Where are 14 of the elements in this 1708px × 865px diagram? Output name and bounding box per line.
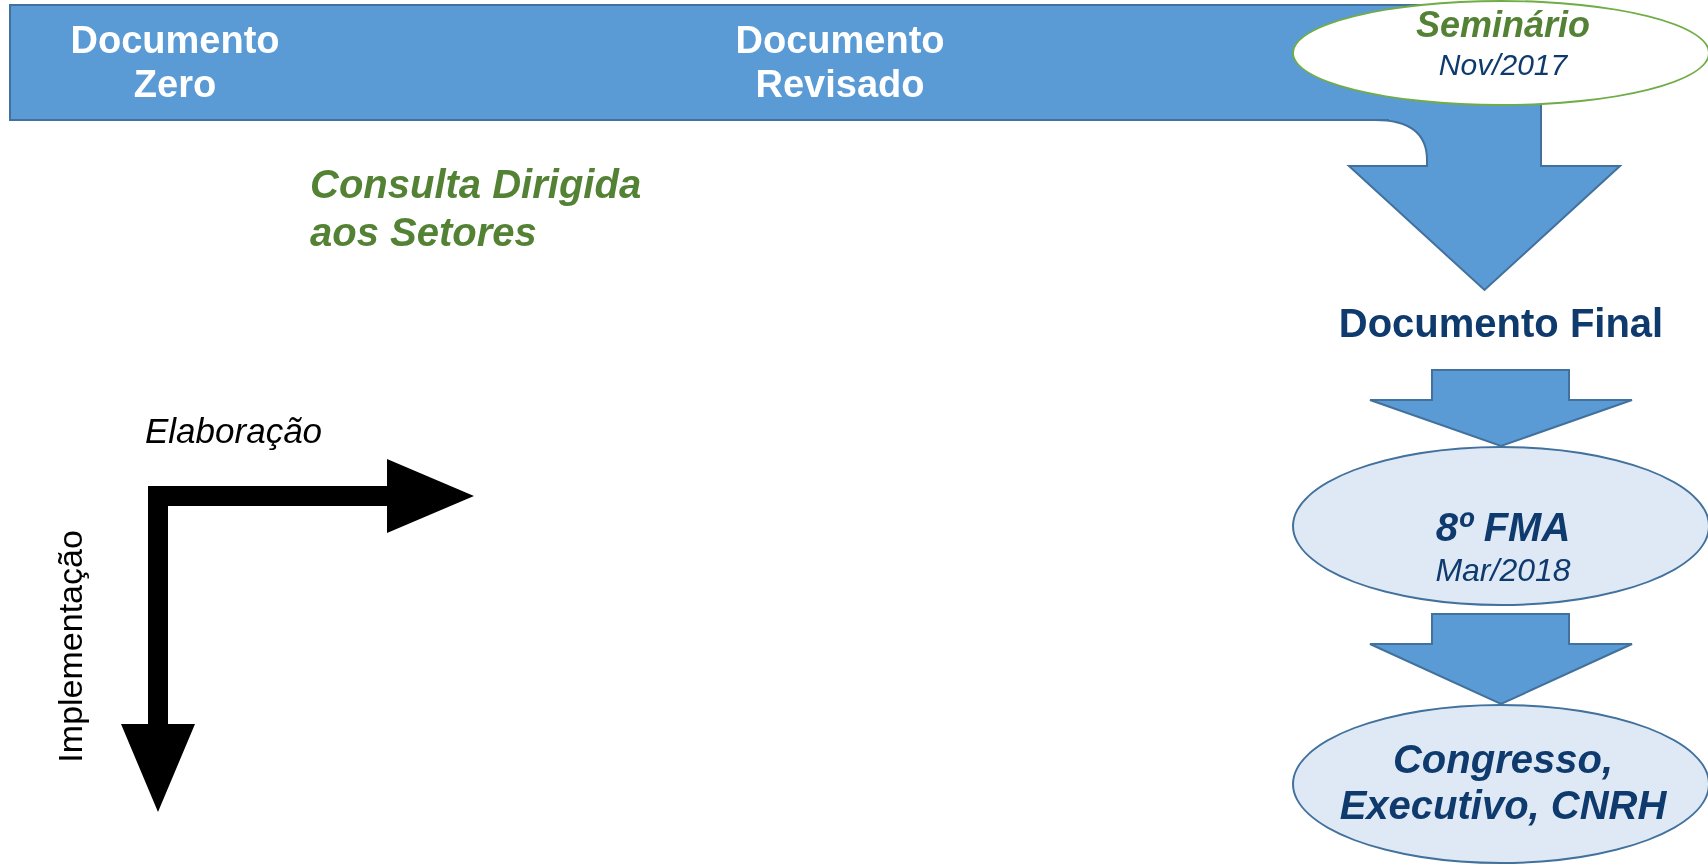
axis-label: Implementação: [49, 529, 90, 765]
axis-label: Elaboração: [145, 410, 324, 452]
block-arrow: [1348, 119, 1621, 291]
node-text: Documento Zero: [69, 19, 281, 107]
node-text: Documento Revisado: [734, 19, 946, 107]
node-text: 8º FMA: [1434, 504, 1572, 550]
node-text: Mar/2018: [1434, 552, 1572, 589]
block-arrow: [1369, 369, 1633, 448]
block-arrow: [1369, 613, 1633, 706]
node-text: Seminário: [1414, 4, 1592, 46]
note-text: Consulta Dirigida aos Setores: [310, 161, 643, 256]
node-text: Documento Final: [1337, 300, 1665, 346]
node-text: Nov/2017: [1437, 48, 1569, 83]
node-text: Congresso, Executivo, CNRH: [1338, 736, 1668, 828]
